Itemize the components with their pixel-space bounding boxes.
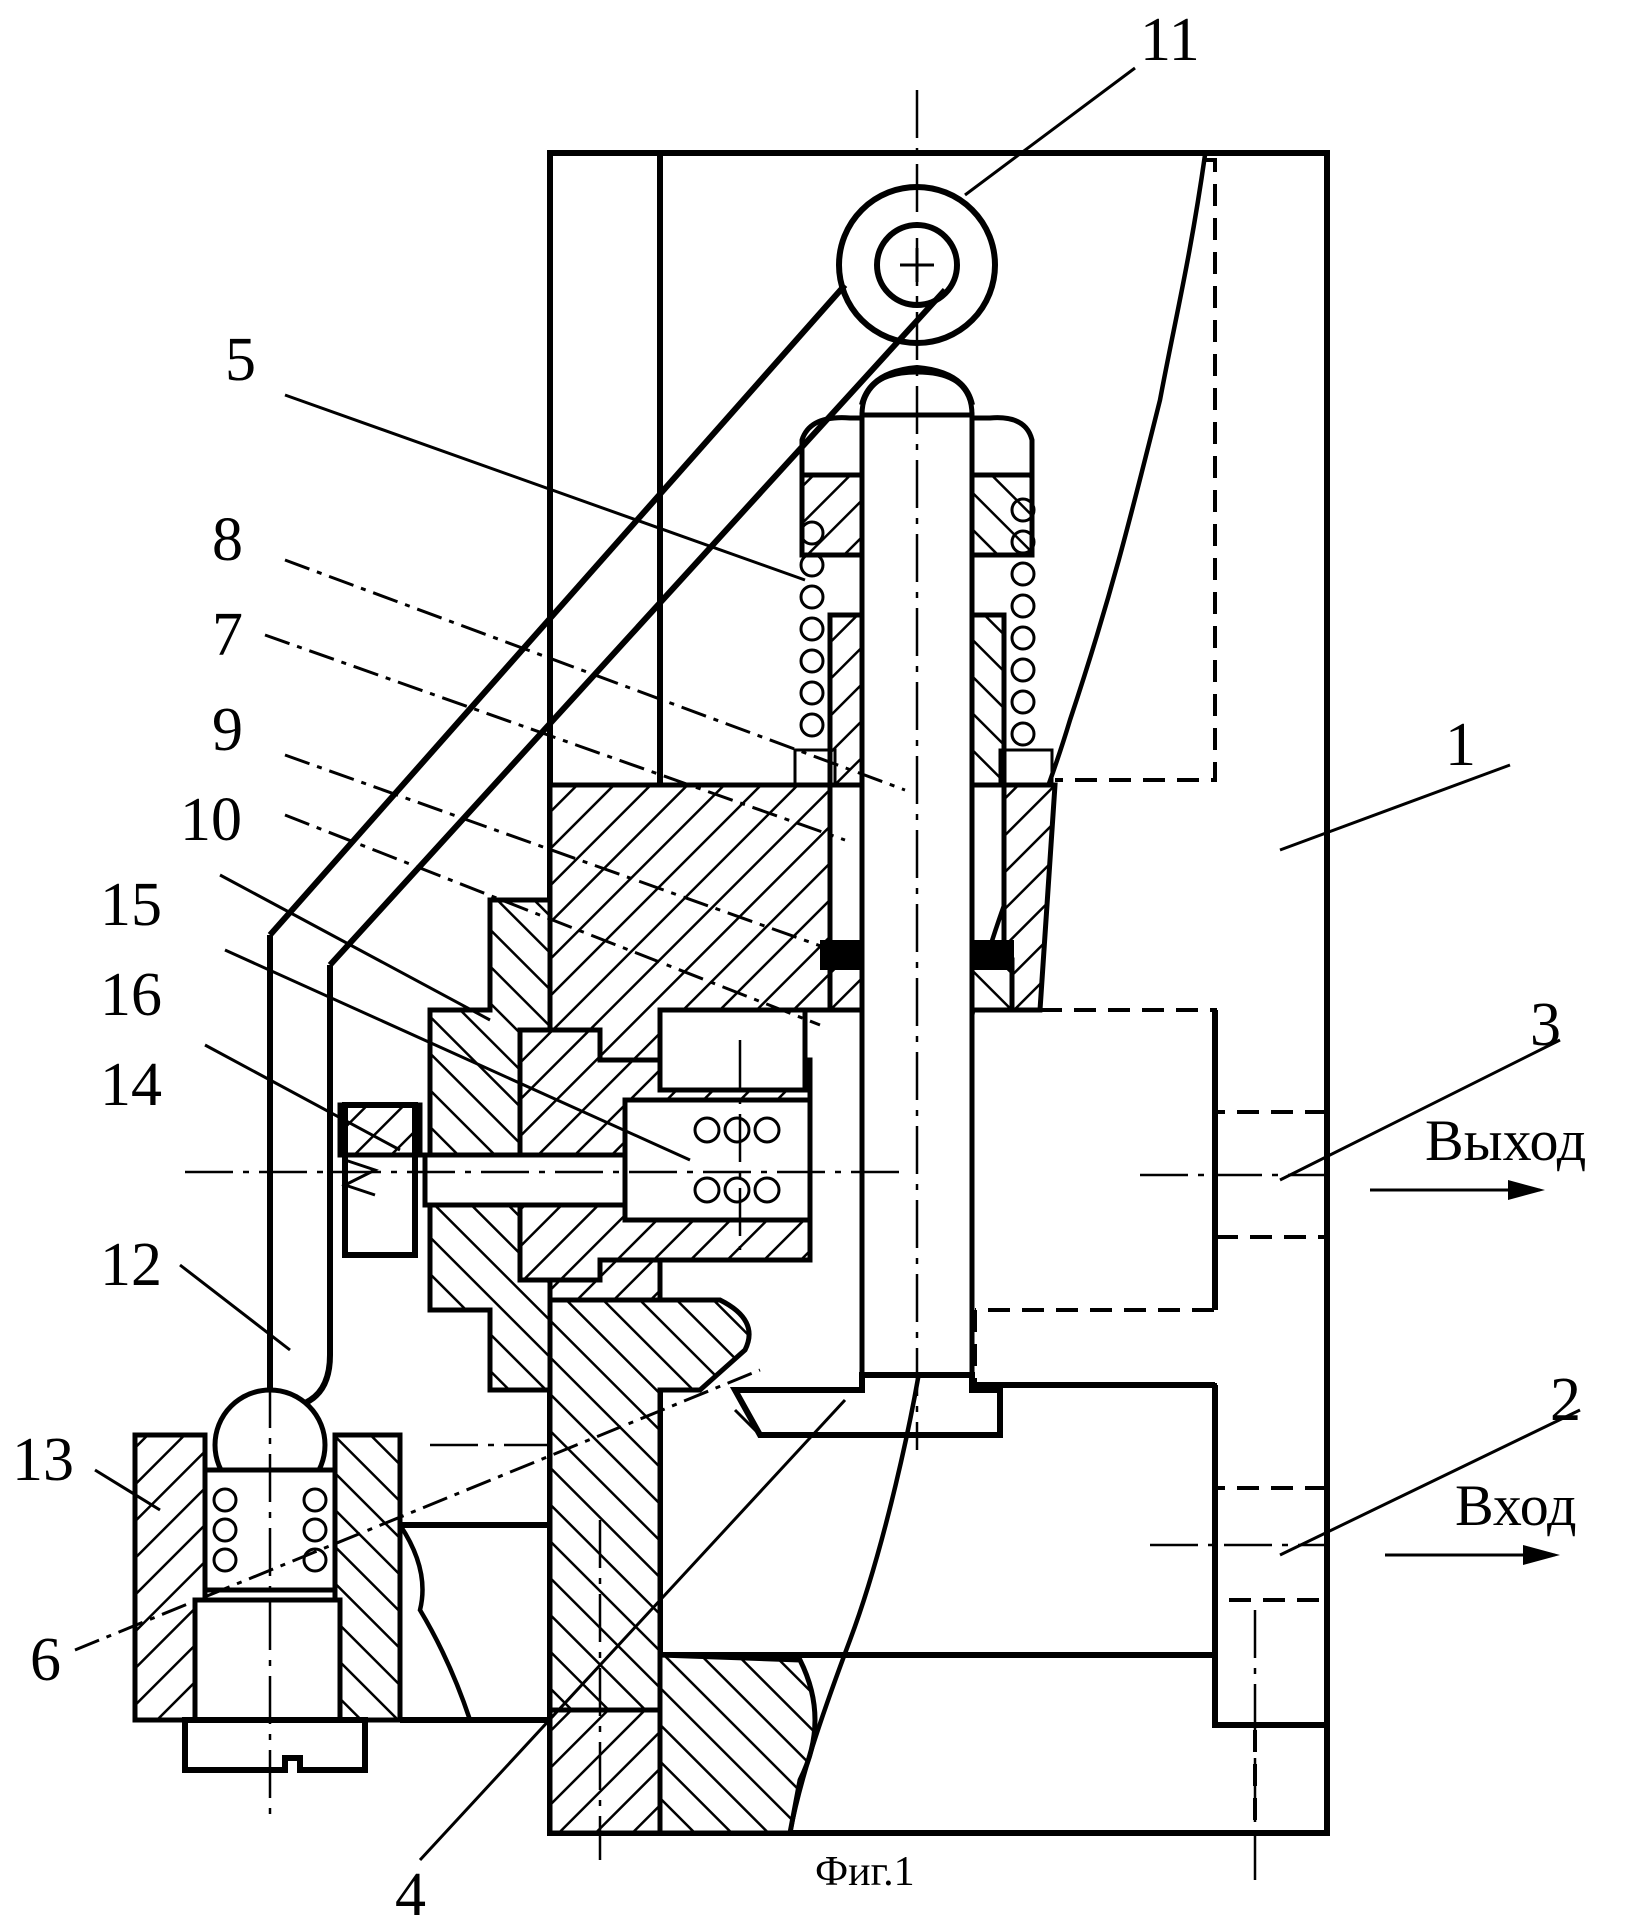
label-13: 13 [12, 1426, 74, 1494]
label-7: 7 [212, 601, 243, 669]
label-8: 8 [212, 506, 243, 574]
label-3: 3 [1530, 991, 1561, 1059]
label-6: 6 [30, 1626, 61, 1694]
label-5: 5 [225, 326, 256, 394]
label-12: 12 [100, 1231, 162, 1299]
inlet-label: Вход [1455, 1473, 1577, 1538]
label-11: 11 [1140, 6, 1200, 74]
outlet-label: Выход [1425, 1108, 1586, 1173]
label-16: 16 [100, 961, 162, 1029]
label-4: 4 [395, 1861, 426, 1919]
label-10: 10 [180, 786, 242, 854]
label-9: 9 [212, 696, 243, 764]
label-15: 15 [100, 871, 162, 939]
label-14: 14 [100, 1051, 162, 1119]
figure-caption: Фиг.1 [815, 1849, 915, 1895]
label-2: 2 [1550, 1366, 1581, 1434]
label-1: 1 [1445, 711, 1476, 779]
adjust-screw [340, 1105, 420, 1255]
ball-plunger [135, 1390, 550, 1770]
